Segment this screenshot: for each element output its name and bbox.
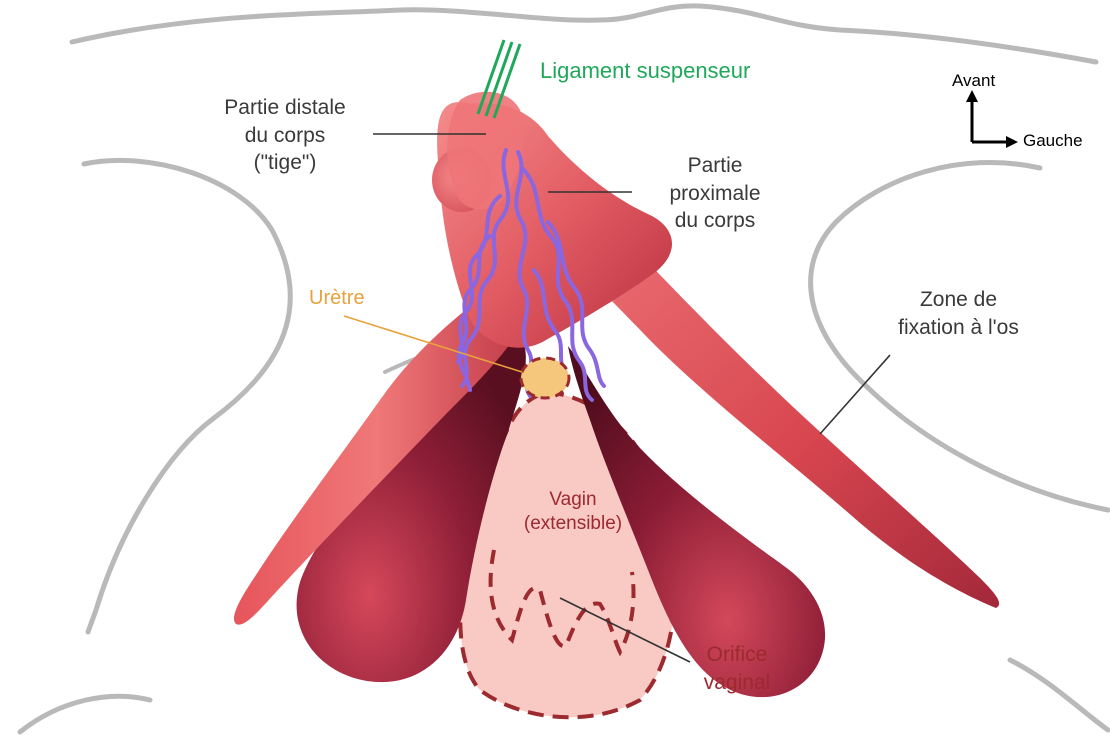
label-line: Partie [636, 152, 794, 180]
label-line: Partie distale [200, 94, 370, 122]
label-line: Zone de [846, 286, 1071, 314]
label-line: ("tige") [200, 149, 370, 177]
label-line: Orifice [682, 641, 792, 669]
label-partie-distale: Partie distale du corps ("tige") [200, 94, 370, 177]
arrow-right-icon [1006, 136, 1018, 148]
label-line: du corps [200, 122, 370, 150]
orientation-compass [966, 90, 1018, 148]
uretre-circle [521, 358, 569, 398]
label-line: du corps [636, 207, 794, 235]
label-line: proximale [636, 180, 794, 208]
label-uretre: Urètre [309, 285, 365, 311]
left-pubic-bone-outline [84, 160, 290, 632]
label-partie-proximale: Partie proximale du corps [636, 152, 794, 235]
label-zone-fixation: Zone de fixation à l'os [846, 286, 1071, 341]
left-lower-outline [20, 696, 150, 732]
label-line: fixation à l'os [846, 314, 1071, 342]
label-line: Vagin [498, 488, 648, 512]
label-ligament-suspenseur: Ligament suspenseur [540, 56, 750, 85]
label-vagin: Vagin (extensible) [498, 488, 648, 536]
label-gauche: Gauche [1023, 130, 1083, 152]
right-lower-outline [1010, 660, 1108, 730]
label-orifice-vaginal: Orifice vaginal [682, 641, 792, 696]
skin-outline [72, 6, 1096, 62]
label-line: (extensible) [498, 512, 648, 536]
label-avant: Avant [952, 70, 995, 92]
label-line: vaginal [682, 669, 792, 697]
